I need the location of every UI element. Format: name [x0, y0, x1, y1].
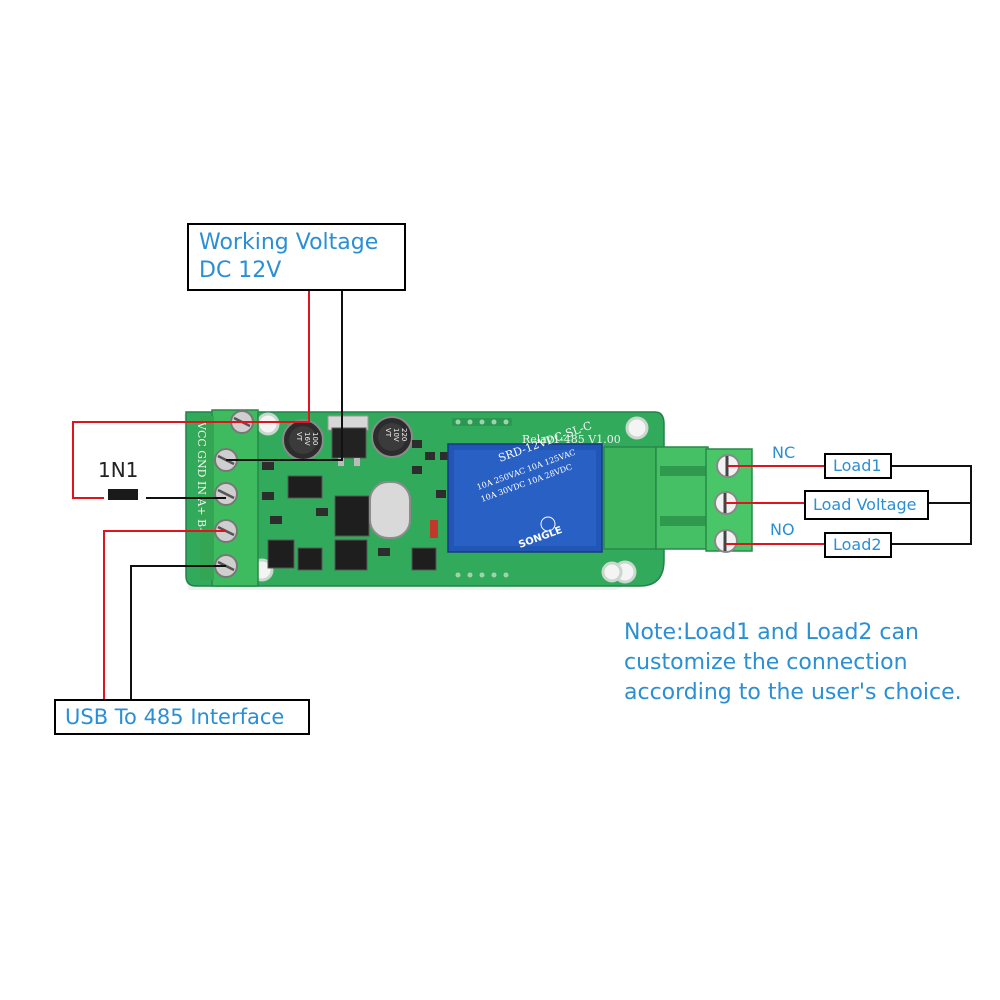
smd-components [262, 440, 450, 556]
svg-text:100: 100 [311, 432, 319, 445]
wire-switch-red [72, 421, 242, 499]
wire-485-a [103, 530, 226, 699]
note-line: Note:Load1 and Load2 can [624, 620, 919, 645]
mount-hole [601, 561, 623, 583]
board-name: Relay1-485 V1.00 [522, 433, 621, 446]
wires [72, 290, 972, 699]
ic-chip [334, 539, 368, 571]
working-voltage-value: DC 12V [199, 258, 282, 283]
pin-header-bottom [455, 572, 509, 578]
relay: SRD-12VDC-SL-C 10A 250VAC 10A 125VAC 10A… [447, 419, 603, 553]
svg-text:VT: VT [384, 428, 392, 438]
ic-chip [411, 547, 437, 571]
svg-text:16V: 16V [303, 432, 311, 446]
wire-power-negative [226, 290, 343, 461]
screws [214, 410, 740, 578]
no-label: NO [770, 520, 795, 539]
svg-text:10V: 10V [392, 428, 400, 442]
nc-label: NC [772, 443, 796, 462]
relay-module-board: Relay1-485 V1.00 VCC GND IN A+ B- 100 16… [184, 409, 753, 590]
working-voltage-title: Working Voltage [199, 230, 379, 255]
certification-mark [540, 516, 556, 532]
usb-to-485-box: USB To 485 Interface [54, 699, 310, 735]
ic-chip [334, 495, 370, 537]
voltage-regulator [327, 415, 369, 466]
connection-note: Note:Load1 and Load2 can customize the c… [624, 618, 962, 708]
load-voltage-box: Load Voltage [804, 490, 929, 520]
crystal-oscillator [369, 481, 411, 539]
screw-no [714, 529, 738, 553]
capacitor-220uf: 220 10V VT [371, 416, 413, 458]
ic-chip [267, 539, 295, 569]
load2-box: Load2 [824, 532, 892, 558]
mount-hole [256, 412, 280, 436]
capacitor-100uf: 100 16V VT [282, 419, 324, 461]
screw-in [214, 482, 238, 506]
ic-chip [287, 475, 323, 499]
pin-header-top [452, 418, 512, 426]
mount-hole [625, 416, 649, 440]
load1-box: Load1 [824, 453, 892, 479]
switch-label: 1N1 [98, 458, 139, 482]
working-voltage-box: Working Voltage DC 12V [187, 223, 406, 291]
wire-load1-bus [892, 465, 972, 545]
wire-power-positive [242, 290, 310, 423]
switch-1n1 [108, 489, 138, 500]
note-line: customize the connection [624, 650, 908, 675]
wire-485-b [130, 565, 226, 699]
ic-chip [297, 547, 323, 571]
svg-text:220: 220 [400, 428, 408, 441]
svg-text:VT: VT [295, 432, 303, 442]
note-line: according to the user's choice. [624, 680, 962, 705]
terminal-labels: VCC GND IN A+ B- [195, 421, 208, 531]
